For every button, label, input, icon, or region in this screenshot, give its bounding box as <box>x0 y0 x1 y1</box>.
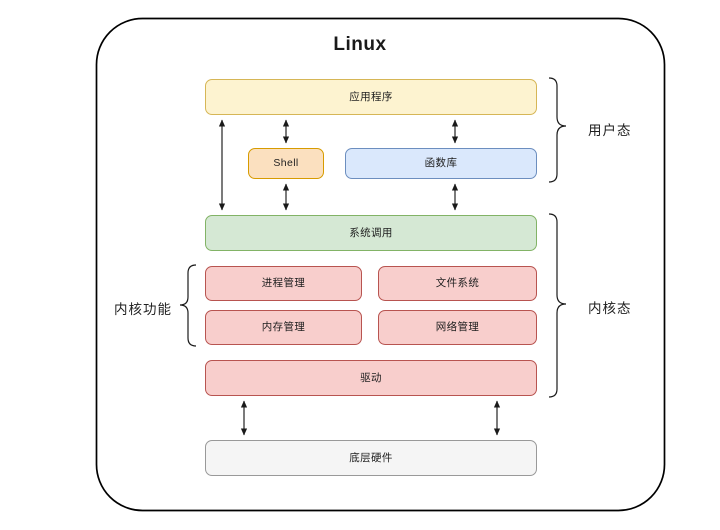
page-title: Linux <box>333 34 387 55</box>
brace-kernel-mode <box>548 213 567 398</box>
label-kernel-mode: 内核态 <box>588 301 632 316</box>
node-process-management[interactable]: 进程管理 <box>205 266 362 301</box>
node-system-call[interactable]: 系统调用 <box>205 215 537 251</box>
node-hardware[interactable]: 底层硬件 <box>205 440 537 476</box>
node-file-system[interactable]: 文件系统 <box>378 266 537 301</box>
node-network-management-label: 网络管理 <box>435 321 480 334</box>
node-memory-management[interactable]: 内存管理 <box>205 310 362 345</box>
node-application-label: 应用程序 <box>349 90 393 103</box>
brace-user-mode <box>548 77 567 183</box>
label-kernel-functions: 内核功能 <box>114 302 172 317</box>
node-hardware-label: 底层硬件 <box>349 451 393 464</box>
node-shell-label: Shell <box>273 157 299 170</box>
node-driver[interactable]: 驱动 <box>205 360 537 396</box>
node-function-library-label: 函数库 <box>424 157 458 170</box>
node-application[interactable]: 应用程序 <box>205 79 537 115</box>
node-memory-management-label: 内存管理 <box>261 321 306 334</box>
brace-kernel-functions <box>179 264 197 347</box>
node-shell[interactable]: Shell <box>248 148 324 179</box>
node-process-management-label: 进程管理 <box>261 277 306 290</box>
label-user-mode: 用户态 <box>588 123 632 138</box>
node-system-call-label: 系统调用 <box>349 226 393 239</box>
node-driver-label: 驱动 <box>360 371 382 384</box>
node-function-library[interactable]: 函数库 <box>345 148 537 179</box>
node-network-management[interactable]: 网络管理 <box>378 310 537 345</box>
node-file-system-label: 文件系统 <box>435 277 480 290</box>
